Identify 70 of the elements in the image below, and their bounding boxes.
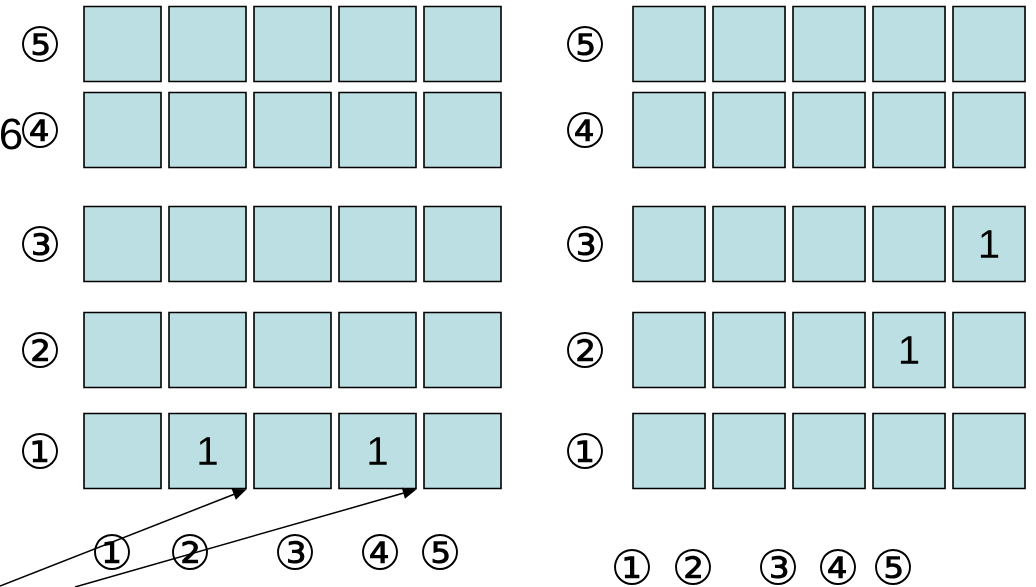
circled-number: ② (567, 332, 603, 368)
grid-cell (423, 91, 502, 169)
grid-cell (338, 205, 417, 283)
circled-number: ④ (820, 549, 856, 585)
circled-number: ① (567, 433, 603, 469)
grid-cell (712, 5, 786, 83)
grid-cell (83, 5, 162, 83)
grid-cell (338, 311, 417, 389)
grid-cell (872, 5, 946, 83)
grid-cell (253, 205, 332, 283)
grid-cell (712, 311, 786, 389)
grid-cell (83, 311, 162, 389)
grid-cell (952, 412, 1026, 490)
digit: 6 (1, 118, 22, 150)
grid-cell (872, 205, 946, 283)
grid-cell (83, 205, 162, 283)
grid-cell (792, 205, 866, 283)
grid-cell (253, 412, 332, 490)
grid-cell (632, 205, 706, 283)
grid-cell (83, 91, 162, 169)
grid-cell (253, 311, 332, 389)
circled-number: ④ (567, 112, 603, 148)
circled-number: ⑤ (22, 26, 58, 62)
grid-cell: 1 (168, 412, 247, 490)
grid-cell (423, 205, 502, 283)
grid-cell (168, 205, 247, 283)
grid-cell (253, 91, 332, 169)
circled-number: ② (22, 332, 58, 368)
grid-cell (792, 91, 866, 169)
grid-cell (423, 311, 502, 389)
circled-number: ④ (22, 112, 58, 148)
circled-number: ① (614, 549, 650, 585)
grid-cell (792, 5, 866, 83)
circled-number: ① (94, 534, 130, 570)
circled-number: ② (675, 549, 711, 585)
grid-cell (952, 5, 1026, 83)
grid-cell (712, 205, 786, 283)
grid-cell (83, 412, 162, 490)
grid-cell (632, 412, 706, 490)
grid-cell (338, 5, 417, 83)
grid-cell (168, 91, 247, 169)
circled-number: ⑤ (875, 549, 911, 585)
circled-number: ① (22, 433, 58, 469)
circled-number: ③ (760, 549, 796, 585)
circled-number: ⑤ (422, 534, 458, 570)
grid-cell (632, 91, 706, 169)
circled-number: ⑤ (567, 26, 603, 62)
grid-cell (168, 5, 247, 83)
circled-number: ④ (362, 534, 398, 570)
grid-cell (632, 5, 706, 83)
grid-cell (632, 311, 706, 389)
grid-cell (712, 91, 786, 169)
grid-cell (338, 91, 417, 169)
grid-cell (792, 311, 866, 389)
grid-cell (423, 412, 502, 490)
grid-cell: 1 (872, 311, 946, 389)
grid-cell (872, 91, 946, 169)
circled-number: ③ (277, 534, 313, 570)
grid-cell (712, 412, 786, 490)
grid-cell: 1 (952, 205, 1026, 283)
grid-cell (952, 311, 1026, 389)
grid-cell (423, 5, 502, 83)
grid-cell (168, 311, 247, 389)
grid-cell (253, 5, 332, 83)
grid-cell: 1 (338, 412, 417, 490)
grid-cell (952, 91, 1026, 169)
circled-number: ③ (567, 226, 603, 262)
circled-number: ③ (22, 226, 58, 262)
grid-cell (792, 412, 866, 490)
grid-cell (872, 412, 946, 490)
